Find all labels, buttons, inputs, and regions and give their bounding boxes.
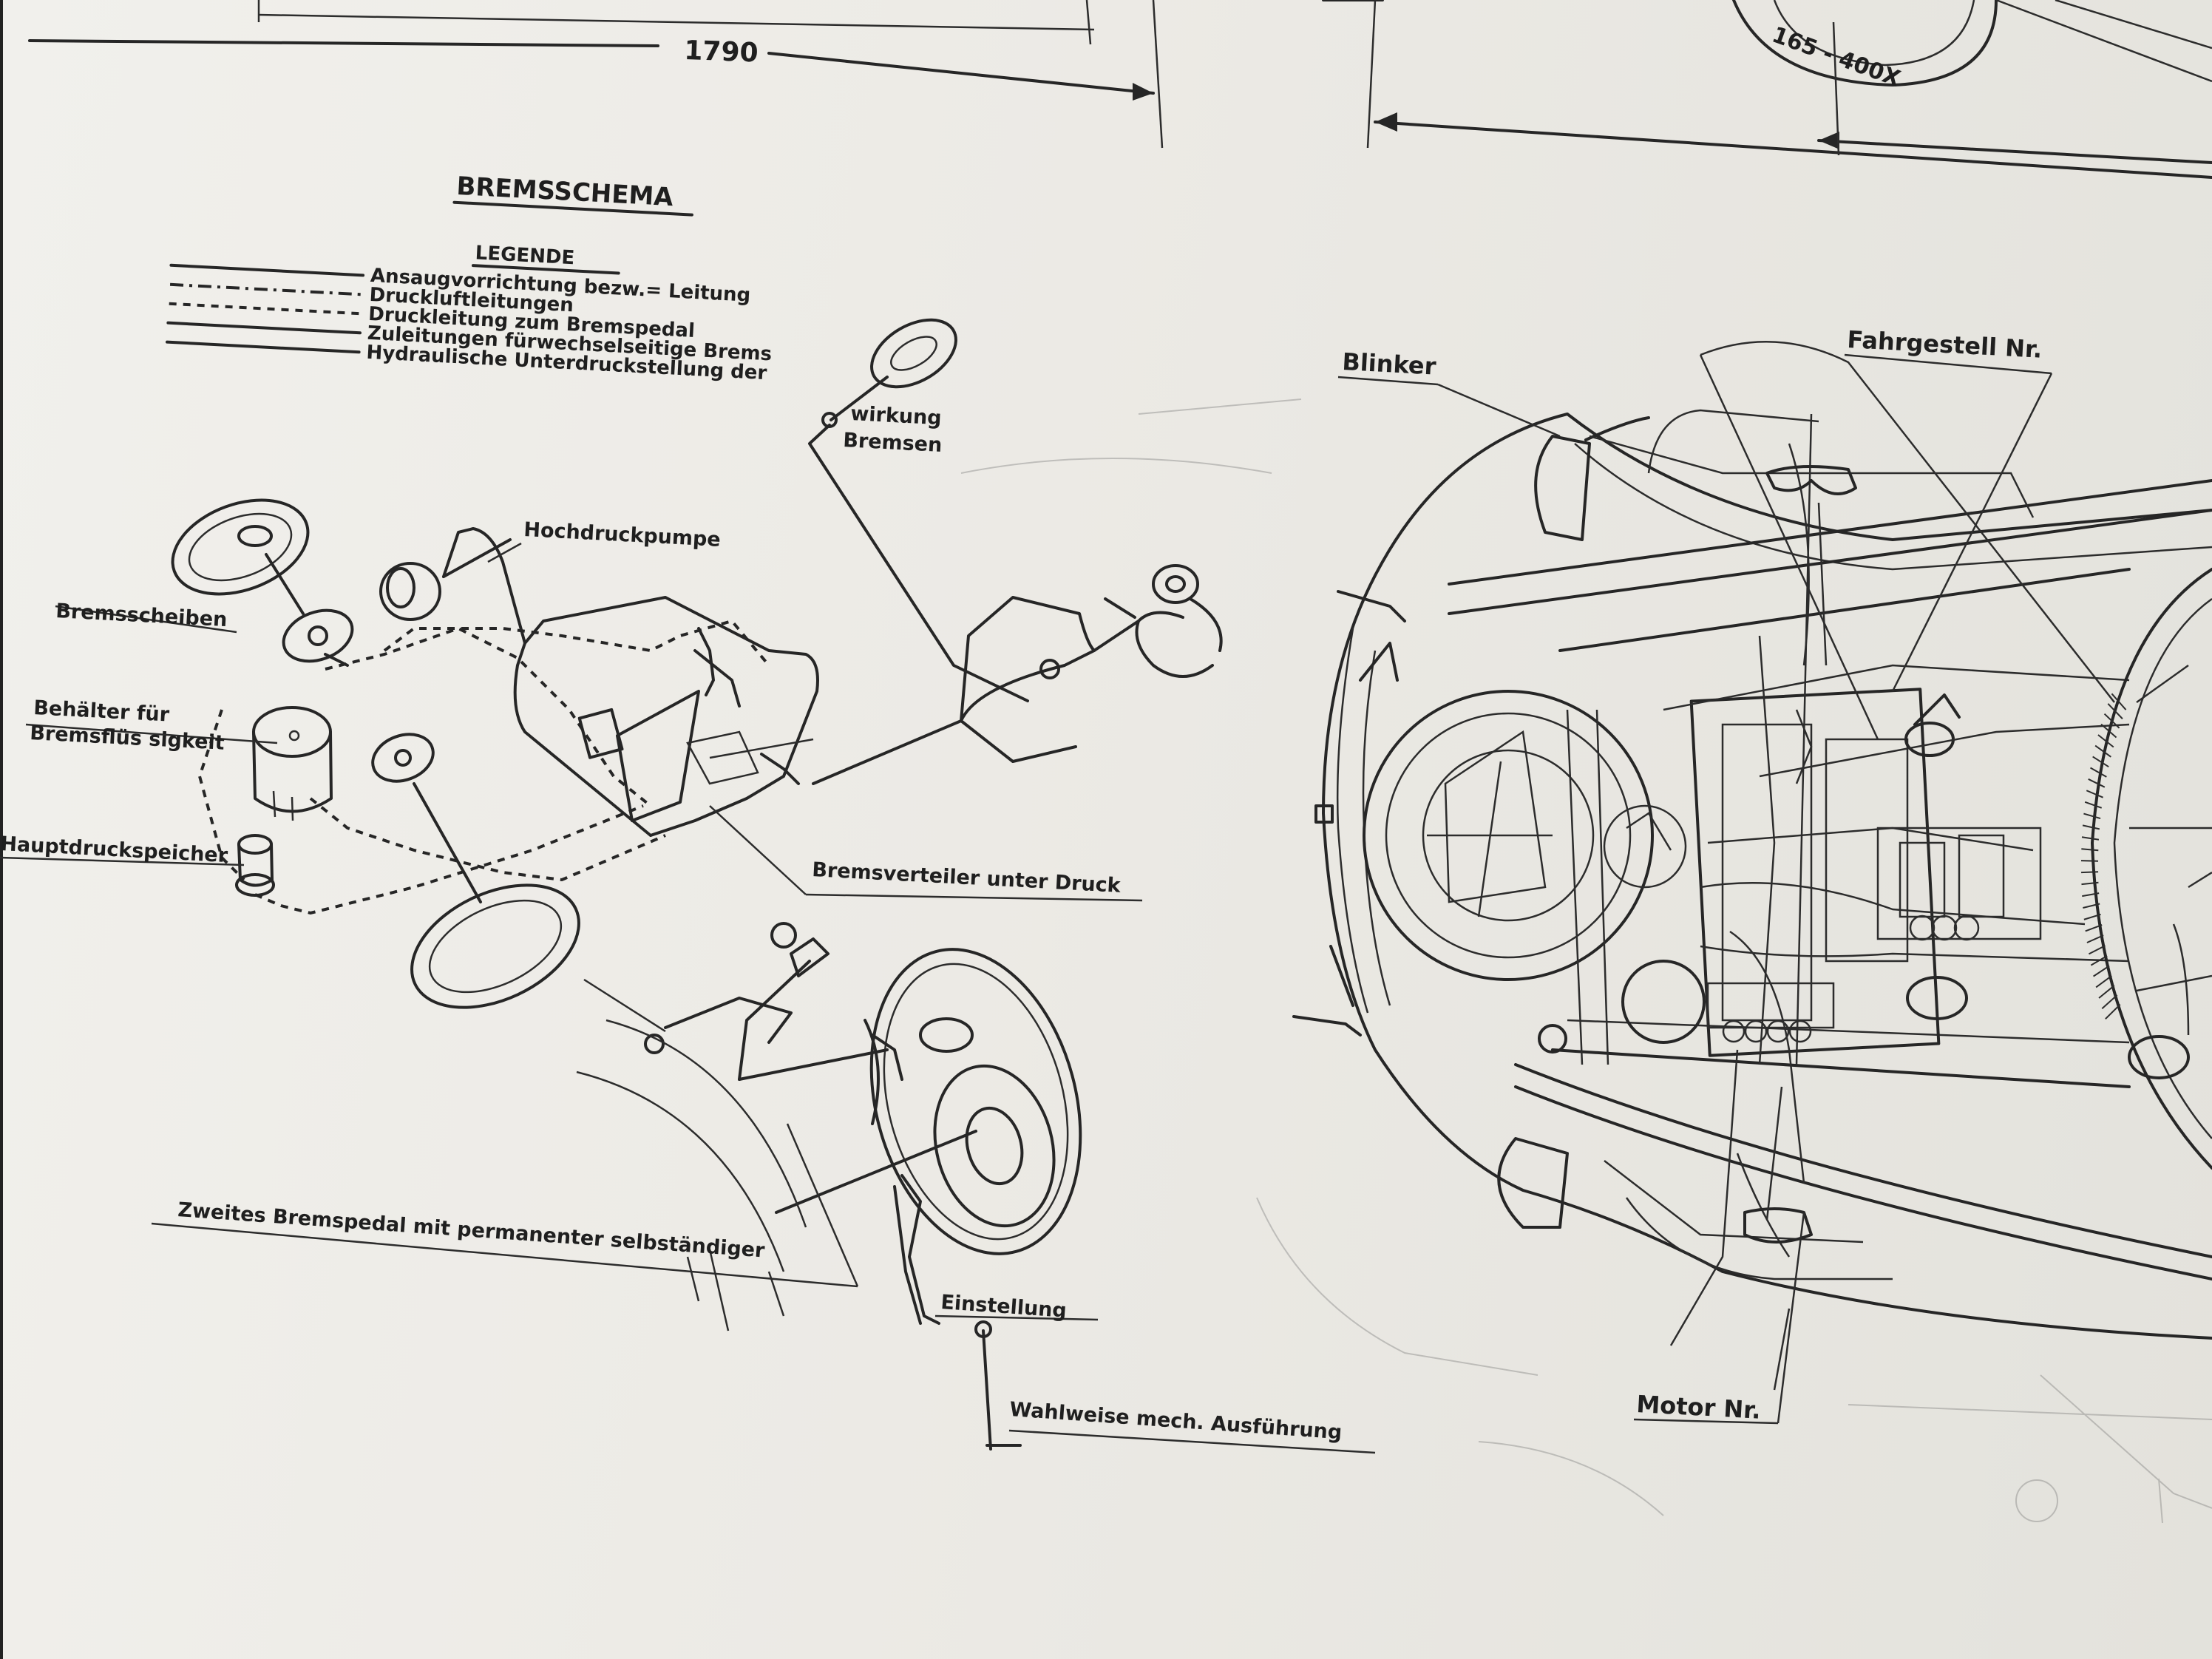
label-hochdruckpumpe: Hochdruckpumpe (523, 518, 722, 552)
label-hauptdruckspeicher: Hauptdruckspeicher (0, 832, 228, 867)
label-bremsverteiler: Bremsverteiler unter Druck (812, 858, 1122, 898)
high-pressure-pump (379, 562, 441, 621)
legend-title: LEGENDE (475, 242, 575, 269)
wheel-tick (2097, 734, 2114, 748)
wheel-tick (2090, 767, 2107, 778)
label-blinker: Blinker (1342, 347, 1437, 381)
legend-continuation-2: Bremsen (843, 429, 943, 457)
wheel-tick (2081, 881, 2099, 886)
wheel-tick (2086, 934, 2104, 943)
wheel-tick (2084, 801, 2103, 809)
legend-sample-pressure (169, 302, 362, 316)
wheel-tick (2083, 903, 2100, 909)
top-wheel (1322, 0, 2212, 179)
wheel-tick (2095, 975, 2112, 988)
wheel-tick (2101, 994, 2118, 1009)
label-einstellung: Einstellung (940, 1291, 1068, 1323)
wheel-tick (2111, 693, 2127, 710)
engine-block (1689, 688, 1941, 1057)
wheel-tick (2103, 713, 2120, 729)
chassis-top-view (1292, 341, 2212, 1425)
rear-wheel-arc (2091, 568, 2212, 1170)
legend-sample-air (169, 282, 362, 296)
dimension-label: 1790 (684, 35, 759, 68)
brake-disc-lower (371, 733, 435, 783)
wheel-tick (2100, 723, 2117, 739)
wheel-tick (2105, 1003, 2121, 1020)
wheel-tick (2089, 945, 2106, 955)
wheel-tick (2086, 790, 2103, 798)
brake-drum (869, 948, 1082, 1255)
wheel-tick (2093, 965, 2110, 977)
legend-sample-suction (169, 263, 365, 277)
brake-schema-title: BREMSSCHEMA (455, 172, 674, 212)
label-behaelter-1: Behälter für (33, 696, 171, 727)
brake-disc-upper (282, 608, 354, 663)
legend-continuation-1: wirkung (850, 402, 943, 430)
brake-shoe (870, 318, 957, 389)
steering-wheel (171, 498, 310, 596)
wheel-tick (2082, 824, 2100, 830)
label-wahlweise: Wahlweise mech. Ausführung (1009, 1398, 1343, 1444)
spare-wheel (1363, 690, 1654, 981)
pedal-detail-drawing (151, 922, 1376, 1454)
legend-sample-hydraulic (165, 340, 361, 354)
wheel-tick (2090, 955, 2108, 966)
wheel-tick (2088, 778, 2106, 788)
brake-legend: BREMSSCHEMA LEGENDE Ansaugvorrichtung be… (165, 172, 773, 384)
wheel-tick (2092, 756, 2109, 768)
ghost-lines (960, 398, 2212, 1524)
wheel-tick (2083, 812, 2101, 820)
wheel-tick (2098, 985, 2115, 999)
right-brake-caliper (1152, 564, 1199, 604)
brake-distributor (616, 690, 700, 822)
wheel-tick (2094, 744, 2111, 758)
dimension-area (28, 0, 1164, 149)
wheel-tick (2107, 703, 2123, 719)
wheel-tick (2083, 913, 2101, 920)
wheel-tick (2081, 848, 2099, 852)
wheel-tick (2085, 924, 2103, 932)
label-bremsscheiben: Bremsscheiben (55, 600, 228, 631)
wheel-tick (2081, 836, 2100, 841)
brake-system-drawing (0, 318, 1223, 1009)
wheel-tick (2082, 892, 2100, 898)
label-behaelter-2: Bremsflüs sigkeit (30, 722, 225, 755)
legend-sample-supply (166, 321, 362, 335)
body-outline (1322, 413, 2212, 1340)
label-motor: Motor Nr. (1636, 1390, 1762, 1425)
